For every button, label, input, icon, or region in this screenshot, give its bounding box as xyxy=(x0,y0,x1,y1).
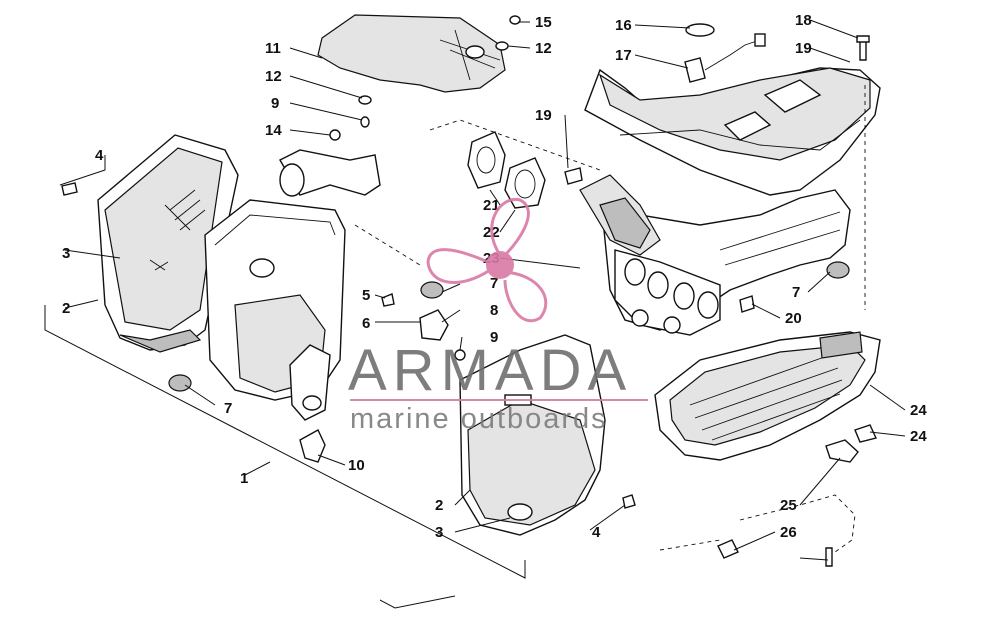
armada-logo: ARMADA marine outboards xyxy=(348,198,648,435)
watermark-title: ARMADA xyxy=(348,338,632,403)
callout-24b: 26 xyxy=(780,524,797,541)
callout-7b: 7 xyxy=(490,275,498,292)
callout-11: 11 xyxy=(265,40,281,57)
leader-lines xyxy=(59,19,906,561)
assembly-bracket xyxy=(44,305,526,609)
callout-19b: 20 xyxy=(785,310,802,327)
callout-9: 9 xyxy=(271,95,279,112)
callout-3: 3 xyxy=(62,245,70,262)
belly-pan xyxy=(654,331,881,461)
callout-14: 15 xyxy=(535,14,552,31)
exhaust-gaskets xyxy=(467,131,546,209)
callout-6: 6 xyxy=(362,315,370,332)
callout-8: 8 xyxy=(490,302,498,319)
callout-19: 19 xyxy=(535,107,552,124)
callout-17: 18 xyxy=(795,12,812,29)
muffler-box xyxy=(204,149,381,421)
callout-1: 1 xyxy=(240,470,248,487)
exhaust-manifold xyxy=(579,174,851,336)
routing-lines xyxy=(354,85,866,553)
callout-25: 25 xyxy=(780,497,797,514)
engine-shield-cover xyxy=(584,67,881,196)
callout-12: 12 xyxy=(265,68,282,85)
watermark-subtitle: marine outboards xyxy=(350,403,608,435)
callout-20: 21 xyxy=(483,197,500,214)
callout-7: 7 xyxy=(224,400,232,417)
callout-9b: 9 xyxy=(490,329,498,346)
callout-16: 17 xyxy=(615,47,632,64)
callout-12b: 12 xyxy=(535,40,552,57)
callout-7c: 7 xyxy=(792,284,800,301)
left-heat-shield xyxy=(97,134,239,353)
right-heat-shield xyxy=(459,334,606,536)
propeller-icon xyxy=(426,198,548,323)
callout-15: 16 xyxy=(615,17,632,34)
callout-labels: 11 12 9 14 4 3 2 7 1 10 5 6 7 8 9 15 12 … xyxy=(62,12,927,541)
callout-3b: 3 xyxy=(435,524,443,541)
small-hardware xyxy=(61,15,877,567)
callout-10: 10 xyxy=(348,457,365,474)
callout-24: 24 xyxy=(910,428,927,445)
callout-18: 19 xyxy=(795,40,812,57)
callout-13: 14 xyxy=(265,122,282,139)
callout-5: 5 xyxy=(362,287,370,304)
callout-2: 2 xyxy=(62,300,70,317)
callout-4b: 4 xyxy=(592,524,601,541)
callout-2b: 2 xyxy=(435,497,443,514)
callout-4: 4 xyxy=(95,147,104,164)
top-heat-shield xyxy=(317,14,506,93)
callout-23: 24 xyxy=(910,402,927,419)
